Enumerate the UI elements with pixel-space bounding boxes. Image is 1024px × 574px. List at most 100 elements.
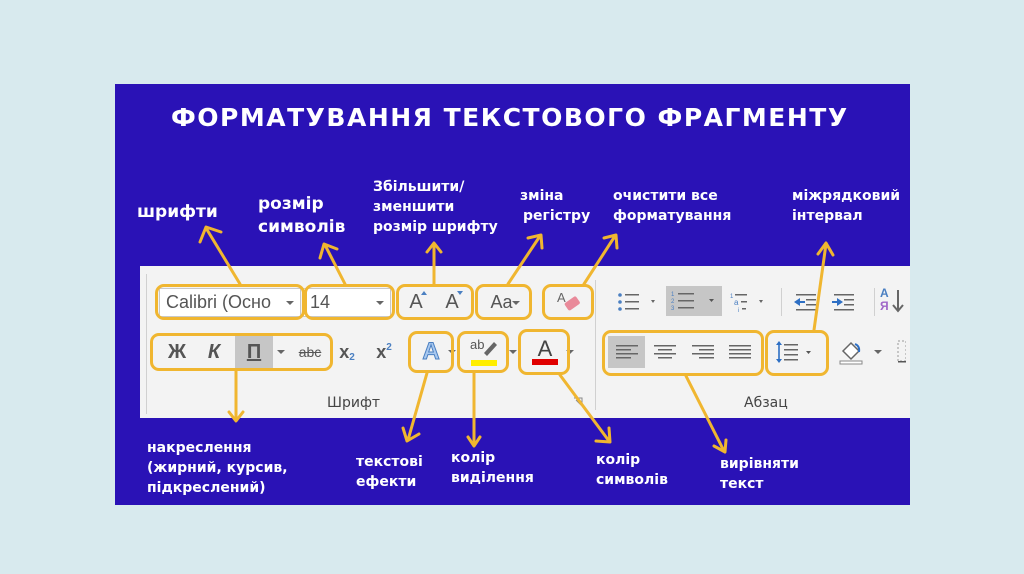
highlight-label: ab bbox=[470, 337, 485, 352]
arrow-down-icon bbox=[892, 290, 904, 313]
shading-button[interactable] bbox=[836, 336, 866, 368]
arrow-styles bbox=[227, 369, 245, 423]
label-font-size-line2: символів bbox=[258, 217, 346, 237]
sort-letter-top: А bbox=[880, 286, 889, 300]
strikethrough-button[interactable]: abc bbox=[292, 338, 328, 366]
strikethrough-label: abc bbox=[298, 344, 322, 360]
svg-text:2: 2 bbox=[671, 299, 675, 305]
increase-indent-icon bbox=[832, 294, 854, 311]
line-spacing-button[interactable] bbox=[772, 336, 822, 368]
grow-font-button[interactable]: A bbox=[401, 290, 431, 314]
decrease-indent-button[interactable] bbox=[790, 288, 822, 316]
label-grow-shrink-line3: розмір шрифту bbox=[373, 219, 498, 235]
arrow-font-color bbox=[558, 373, 612, 444]
align-left-icon bbox=[615, 345, 638, 359]
label-highlight-line2: виділення bbox=[451, 470, 534, 486]
callout-box-font-color bbox=[518, 329, 570, 375]
align-center-button[interactable] bbox=[646, 336, 683, 368]
highlight-color-swatch bbox=[471, 360, 497, 366]
chevron-down-icon bbox=[566, 350, 574, 354]
italic-label: К bbox=[207, 340, 221, 363]
label-highlight-line1: колір bbox=[451, 450, 496, 466]
callout-box-highlight bbox=[457, 331, 509, 373]
align-center-icon bbox=[653, 345, 676, 359]
font-size-dropdown[interactable]: 14 bbox=[303, 288, 391, 317]
justify-button[interactable] bbox=[721, 336, 758, 368]
borders-button[interactable] bbox=[895, 338, 907, 366]
arrow-highlight bbox=[466, 371, 482, 448]
subscript-index: 2 bbox=[349, 351, 355, 363]
font-color-button[interactable]: A bbox=[527, 335, 563, 369]
arrow-text-effects bbox=[401, 371, 429, 443]
grow-font-icon: A bbox=[409, 290, 423, 313]
label-text-effects-line1: текстові bbox=[356, 454, 423, 470]
underline-options-dropdown[interactable] bbox=[274, 338, 288, 366]
svg-text:i: i bbox=[738, 308, 739, 314]
bullets-button[interactable] bbox=[613, 288, 661, 316]
underline-label: П bbox=[246, 340, 262, 363]
chevron-down-icon bbox=[509, 350, 517, 354]
bold-button[interactable]: Ж bbox=[162, 338, 192, 366]
callout-box-line-spacing bbox=[765, 330, 829, 376]
italic-button[interactable]: К bbox=[199, 338, 229, 366]
arrow-fonts bbox=[198, 225, 242, 286]
label-change-case-line1: зміна bbox=[520, 188, 564, 204]
subscript-base: x bbox=[339, 341, 350, 362]
label-grow-shrink-line2: зменшити bbox=[373, 199, 455, 215]
align-left-button[interactable] bbox=[608, 336, 645, 368]
bullet-list-icon bbox=[618, 293, 655, 311]
callout-box-grow-shrink bbox=[396, 284, 474, 320]
arrow-font-size bbox=[318, 242, 347, 286]
sort-button[interactable]: А Я bbox=[878, 286, 908, 316]
label-styles-line3: підкреслений) bbox=[147, 480, 266, 496]
svg-text:1: 1 bbox=[730, 294, 734, 300]
font-color-dropdown[interactable] bbox=[565, 340, 575, 364]
slide-title: ФОРМАТУВАННЯ ТЕКСТОВОГО ФРАГМЕНТУ bbox=[171, 103, 849, 132]
label-font-size-line1: розмір bbox=[258, 194, 324, 214]
svg-text:3: 3 bbox=[671, 306, 675, 312]
align-right-button[interactable] bbox=[684, 336, 721, 368]
chevron-down-icon bbox=[512, 301, 520, 305]
label-line-spacing-line2: інтервал bbox=[792, 208, 863, 224]
shrink-font-button[interactable]: A bbox=[437, 290, 467, 314]
bold-label: Ж bbox=[167, 340, 187, 363]
label-align-line1: вирівняти bbox=[720, 456, 799, 472]
label-fonts: шрифти bbox=[137, 202, 218, 222]
arrow-change-case bbox=[506, 233, 544, 286]
chevron-down-icon bbox=[286, 301, 294, 305]
label-change-case-line2: регістру bbox=[523, 208, 591, 224]
callout-box-font-name bbox=[155, 284, 305, 320]
font-name-dropdown[interactable]: Calibri (Осно bbox=[159, 288, 301, 317]
eraser-icon: A bbox=[557, 290, 580, 311]
callout-box-alignment bbox=[602, 330, 764, 376]
multilevel-list-icon: 1ai bbox=[730, 294, 763, 314]
caret-up-icon bbox=[421, 291, 427, 295]
justify-icon bbox=[728, 345, 751, 359]
arrow-clear-format bbox=[582, 233, 619, 286]
highlight-button[interactable]: ab bbox=[463, 336, 503, 368]
clear-formatting-button[interactable]: A bbox=[547, 288, 589, 314]
shading-dropdown[interactable] bbox=[872, 340, 884, 364]
font-color-label: A bbox=[537, 336, 553, 361]
separator bbox=[874, 288, 875, 316]
label-styles-line1: накреслення bbox=[147, 440, 252, 456]
decrease-indent-icon bbox=[794, 294, 816, 311]
sort-letter-bottom: Я bbox=[880, 299, 889, 313]
callout-box-font-size bbox=[304, 284, 395, 320]
change-case-button[interactable]: Aa bbox=[479, 290, 524, 314]
font-color-swatch bbox=[532, 359, 558, 365]
highlight-dropdown[interactable] bbox=[508, 340, 518, 364]
arrow-alignment bbox=[684, 374, 728, 454]
paragraph-group-label: Абзац bbox=[744, 395, 788, 411]
text-effects-button[interactable]: A bbox=[415, 337, 447, 367]
increase-indent-button[interactable] bbox=[828, 288, 860, 316]
underline-button[interactable]: П bbox=[235, 336, 273, 368]
svg-text:1: 1 bbox=[671, 292, 675, 298]
callout-box-clear-format bbox=[542, 284, 594, 320]
chevron-down-icon bbox=[277, 350, 285, 354]
